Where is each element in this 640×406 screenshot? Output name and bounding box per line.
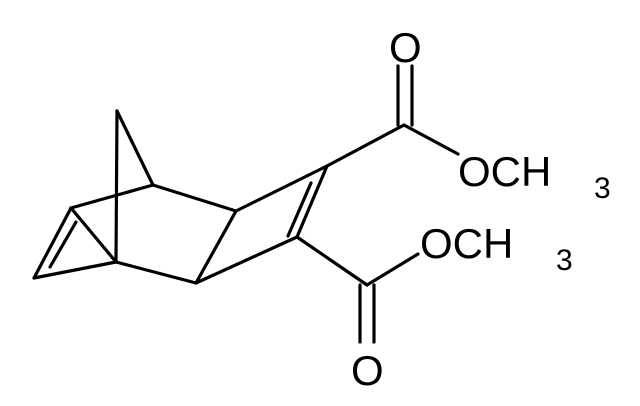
bond-double-alkene-outer: [32, 206, 73, 280]
bond-ester-o-top: [402, 123, 460, 156]
bond-double-alkene-inner: [48, 220, 78, 269]
bond-bridge-right: [115, 109, 155, 187]
bicyclic-core: [32, 109, 329, 285]
bond-fusion: [194, 209, 238, 285]
bond-cb-bottom: [194, 235, 299, 285]
bond-to-carbonyl-bottom: [295, 235, 369, 287]
bond-bridge-left: [114, 109, 119, 264]
carbonyl-oxygen-bottom: O: [351, 347, 384, 394]
methoxy-top-subscript: 3: [594, 172, 611, 205]
bond-to-carbonyl-top: [325, 123, 406, 168]
bond-cb-top: [234, 164, 329, 213]
bond-ring-top-left: [69, 206, 118, 264]
bond-cb-double-outer: [295, 164, 329, 239]
methoxy-bottom-label: OCH: [420, 220, 513, 267]
upper-ester: O OCH 3: [325, 24, 611, 205]
bond-cb-double-inner: [286, 181, 313, 238]
methoxy-bottom-subscript: 3: [556, 244, 573, 277]
bond-fused-top: [151, 183, 238, 213]
bond-ring-bottom-left: [32, 260, 118, 280]
methoxy-top-label: OCH: [458, 148, 551, 195]
lower-ester: O OCH 3: [295, 220, 573, 394]
bond-fused-bottom: [114, 260, 198, 285]
carbonyl-oxygen-top: O: [389, 24, 422, 71]
bond-ester-o-bottom: [365, 252, 420, 287]
bond-bridgehead-top: [69, 183, 155, 210]
